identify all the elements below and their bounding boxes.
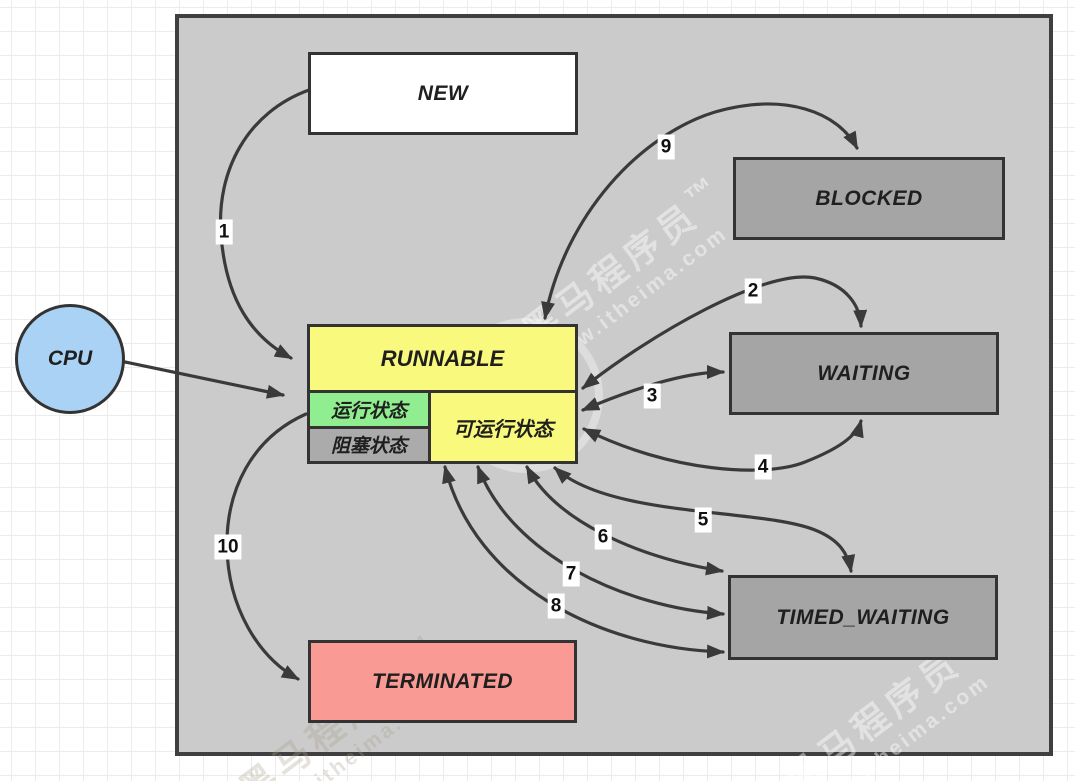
substate-blocked-label: 阻塞状态: [330, 436, 407, 458]
runnable-title-cell: RUNNABLE: [310, 327, 575, 393]
runnable-substates-left-column: 运行状态 阻塞状态: [310, 393, 431, 461]
substate-running-label: 运行状态: [330, 400, 407, 422]
substate-runnable: 可运行状态: [431, 393, 575, 461]
transition-label-7: 7: [562, 561, 580, 587]
state-box-waiting: WAITING: [729, 332, 999, 415]
transition-label-4: 4: [754, 454, 772, 480]
state-label-new: NEW: [417, 81, 469, 105]
transition-label-9: 9: [657, 134, 675, 160]
substate-runnable-label: 可运行状态: [453, 418, 553, 441]
transition-label-1: 1: [215, 219, 233, 245]
transition-label-2: 2: [744, 278, 762, 304]
state-label-runnable: RUNNABLE: [380, 345, 505, 371]
state-box-blocked: BLOCKED: [733, 157, 1005, 240]
state-label-blocked: BLOCKED: [815, 186, 923, 210]
transition-label-10: 10: [214, 534, 242, 560]
substate-running: 运行状态: [310, 393, 428, 429]
transition-label-3: 3: [643, 383, 661, 409]
transition-label-8: 8: [547, 593, 565, 619]
state-box-new: NEW: [308, 52, 578, 135]
state-box-timed-waiting: TIMED_WAITING: [728, 575, 998, 660]
substate-blocked: 阻塞状态: [310, 428, 428, 461]
transition-label-6: 6: [594, 524, 612, 550]
runnable-substates-row: 运行状态 阻塞状态 可运行状态: [310, 393, 575, 461]
state-label-timed-waiting: TIMED_WAITING: [776, 605, 950, 629]
state-label-waiting: WAITING: [817, 361, 911, 385]
state-box-terminated: TERMINATED: [308, 640, 577, 723]
state-label-terminated: TERMINATED: [371, 669, 514, 693]
cpu-label: CPU: [47, 347, 93, 370]
transition-label-5: 5: [694, 507, 712, 533]
state-box-runnable: RUNNABLE 运行状态 阻塞状态 可运行状态: [307, 324, 578, 464]
cpu-node: CPU: [15, 304, 125, 414]
